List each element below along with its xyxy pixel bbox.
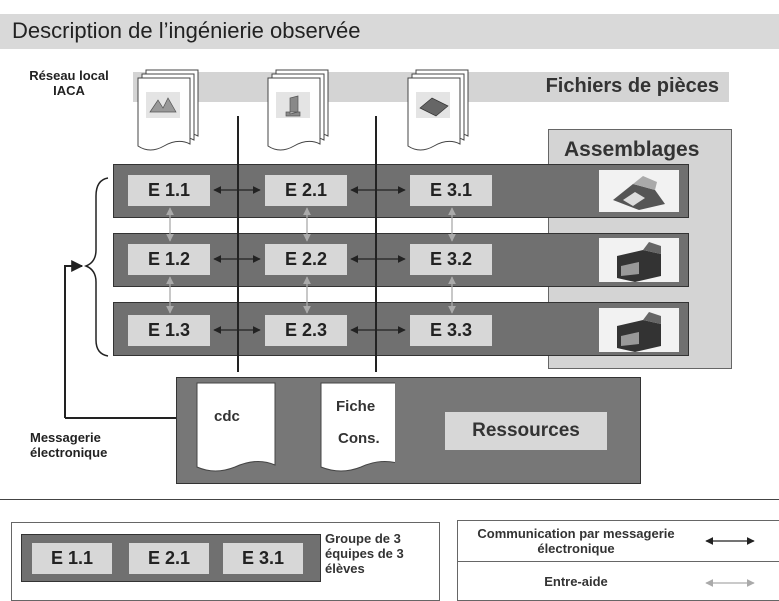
team-e31: E 3.1 <box>410 175 492 206</box>
legend-group-text: Groupe de 3 équipes de 3 élèves <box>325 531 404 576</box>
assembly-box-icon <box>617 312 661 352</box>
messaging-label: Messagerie électronique <box>30 430 108 460</box>
file-stack-3 <box>407 69 469 151</box>
legend-divider <box>458 561 779 562</box>
separator <box>0 499 779 500</box>
doc-cdc-shape <box>196 382 276 472</box>
assembly-thumb-3 <box>599 308 679 352</box>
connector-overlay <box>64 116 456 419</box>
doc-fiche-line1: Fiche <box>336 398 376 415</box>
legend-team-bar: E 1.1 E 2.1 E 3.1 <box>21 534 321 582</box>
legend-arrows: Communication par messagerie électroniqu… <box>457 520 779 601</box>
team-e11: E 1.1 <box>128 175 210 206</box>
part-surface-icon <box>149 97 177 113</box>
assembly-thumb-2 <box>599 238 679 282</box>
file-stack-2 <box>267 69 329 151</box>
part-plate-icon <box>419 97 449 117</box>
network-label: Réseau local IACA <box>29 68 109 98</box>
resources-label: Ressources <box>445 412 607 450</box>
legend-help-text: Entre-aide <box>544 574 608 589</box>
file-stacks <box>137 69 469 151</box>
team-e21: E 2.1 <box>265 175 347 206</box>
file-stack-1 <box>137 69 199 151</box>
legend-cell-2: E 2.1 <box>129 543 209 574</box>
doc-fiche-shape <box>320 382 395 472</box>
team-e23: E 2.3 <box>265 315 347 346</box>
messaging-loop-arrow <box>64 260 84 418</box>
team-e33: E 3.3 <box>410 315 492 346</box>
assembly-thumb-1 <box>599 170 679 212</box>
team-e13: E 1.3 <box>128 315 210 346</box>
part-bracket-icon <box>285 95 301 117</box>
assembly-box-icon <box>617 242 661 282</box>
doc-fiche-line2: Cons. <box>338 430 380 447</box>
legend-cell-3: E 3.1 <box>223 543 303 574</box>
group-brace <box>83 177 109 357</box>
help-arrows <box>166 207 456 314</box>
page-title: Description de l’ingénierie observée <box>12 18 361 43</box>
resource-docs <box>196 382 395 472</box>
doc-cdc-label: cdc <box>214 408 240 425</box>
team-e12: E 1.2 <box>128 244 210 275</box>
team-row-2: E 1.2 E 2.2 E 3.2 <box>113 233 689 287</box>
files-label: Fichiers de pièces <box>545 75 719 97</box>
team-e32: E 3.2 <box>410 244 492 275</box>
legend-cell-1: E 1.1 <box>32 543 112 574</box>
title-bar: Description de l’ingénierie observée <box>0 14 779 49</box>
legend-arrow-icons <box>705 537 755 587</box>
team-row-1: E 1.1 E 2.1 E 3.1 <box>113 164 689 218</box>
legend-comm-text: Communication par messagerie électroniqu… <box>477 526 675 556</box>
assembly-3d-icon <box>613 176 665 210</box>
assemblies-label: Assemblages <box>564 138 700 161</box>
team-e22: E 2.2 <box>265 244 347 275</box>
